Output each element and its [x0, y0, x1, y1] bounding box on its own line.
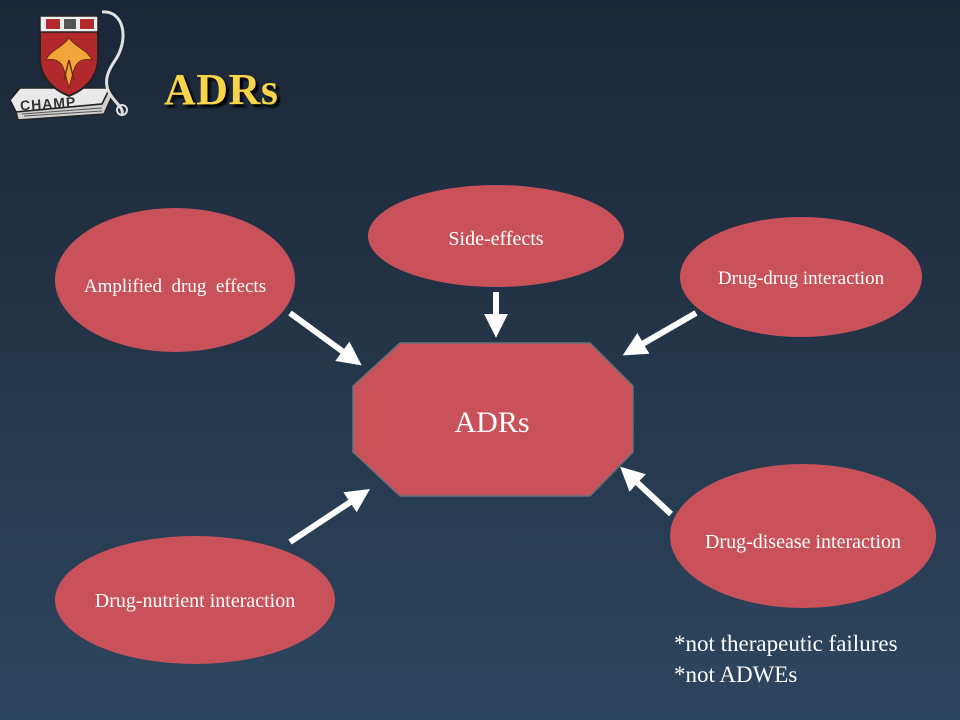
node-drug-nutrient-interaction: Drug-nutrient interaction [55, 536, 335, 664]
footnote-line: *not therapeutic failures [674, 631, 898, 656]
arrow-amplified-to-adrs [288, 310, 362, 366]
logo-text: CHAMP [19, 94, 76, 114]
slide-title: ADRs [164, 65, 279, 114]
node-amplified-drug-effects: Amplified drug effects [55, 208, 295, 352]
center-node-adrs: ADRs [352, 342, 634, 497]
arrow-drug-drug-to-adrs [622, 310, 698, 356]
champ-logo-icon: CHAMP [9, 10, 128, 121]
footnotes: *not therapeutic failures *not ADWEs [674, 628, 898, 690]
arrow-drug-disease-to-adrs [620, 466, 674, 517]
node-label-drug-nutrient-interaction: Drug-nutrient interaction [95, 590, 296, 612]
node-label-drug-disease-interaction: Drug-disease interaction [705, 531, 901, 553]
center-node-label: ADRs [454, 406, 529, 439]
node-side-effects: Side-effects [368, 185, 624, 287]
node-label-drug-drug-interaction: Drug-drug interaction [718, 268, 885, 289]
node-label-side-effects: Side-effects [448, 228, 543, 250]
node-label-amplified-drug-effects: Amplified drug effects [84, 276, 266, 297]
footnote-line: *not ADWEs [674, 662, 798, 687]
arrow-drug-nutrient-to-adrs [288, 489, 371, 545]
node-drug-drug-interaction: Drug-drug interaction [680, 217, 922, 337]
node-drug-disease-interaction: Drug-disease interaction [670, 464, 936, 608]
